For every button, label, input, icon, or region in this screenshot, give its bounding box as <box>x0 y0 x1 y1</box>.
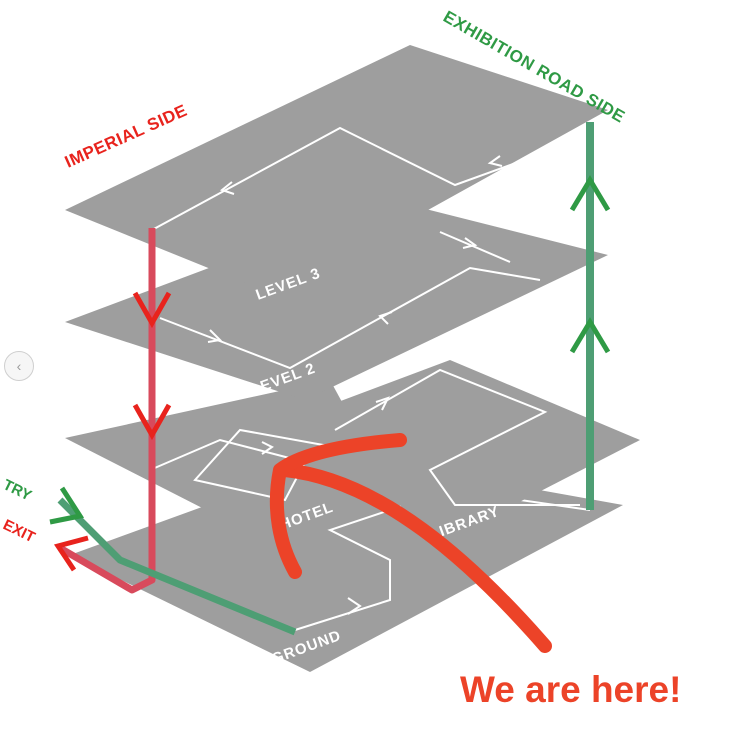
library-floor-slab <box>330 360 640 548</box>
we-are-here-label: We are here! <box>460 669 681 710</box>
up-chevron-icon <box>569 175 611 212</box>
entry-path <box>57 497 297 636</box>
entry-label: TRY <box>0 476 34 504</box>
prev-slide-button[interactable]: ‹ <box>4 351 34 381</box>
level3-stair-route <box>439 231 511 263</box>
down-chevron-icon <box>132 291 172 329</box>
entry-arrow-icon <box>49 486 85 525</box>
level3-route-arrow <box>219 181 235 195</box>
hotel-route-arrow <box>261 441 274 455</box>
annotation-arrow-head <box>269 433 407 579</box>
chevron-left-icon: ‹ <box>16 358 22 374</box>
level3-route-arrow-2 <box>487 155 503 167</box>
annotation-arrow-stroke <box>278 463 552 653</box>
level3-route <box>151 126 594 231</box>
library-route-arrow <box>375 396 390 411</box>
hotel-floor-slab <box>65 380 390 540</box>
level2-route-arrow <box>207 329 223 343</box>
level3-stair-arrow <box>462 237 478 249</box>
library-route <box>334 368 580 506</box>
down-chevron-icon-2 <box>132 403 172 441</box>
imperial-down-path <box>58 228 156 594</box>
level2-floor-slab <box>65 200 608 400</box>
exit-arrow-icon <box>53 535 89 572</box>
level2-route-arrow-2 <box>378 311 393 325</box>
up-chevron-icon-2 <box>569 317 611 354</box>
level3-floor-slab <box>65 45 608 295</box>
ground-route-arrow <box>347 597 362 615</box>
hotel-route <box>149 428 341 502</box>
level2-route <box>159 266 541 370</box>
exit-label: EXIT <box>0 516 37 546</box>
